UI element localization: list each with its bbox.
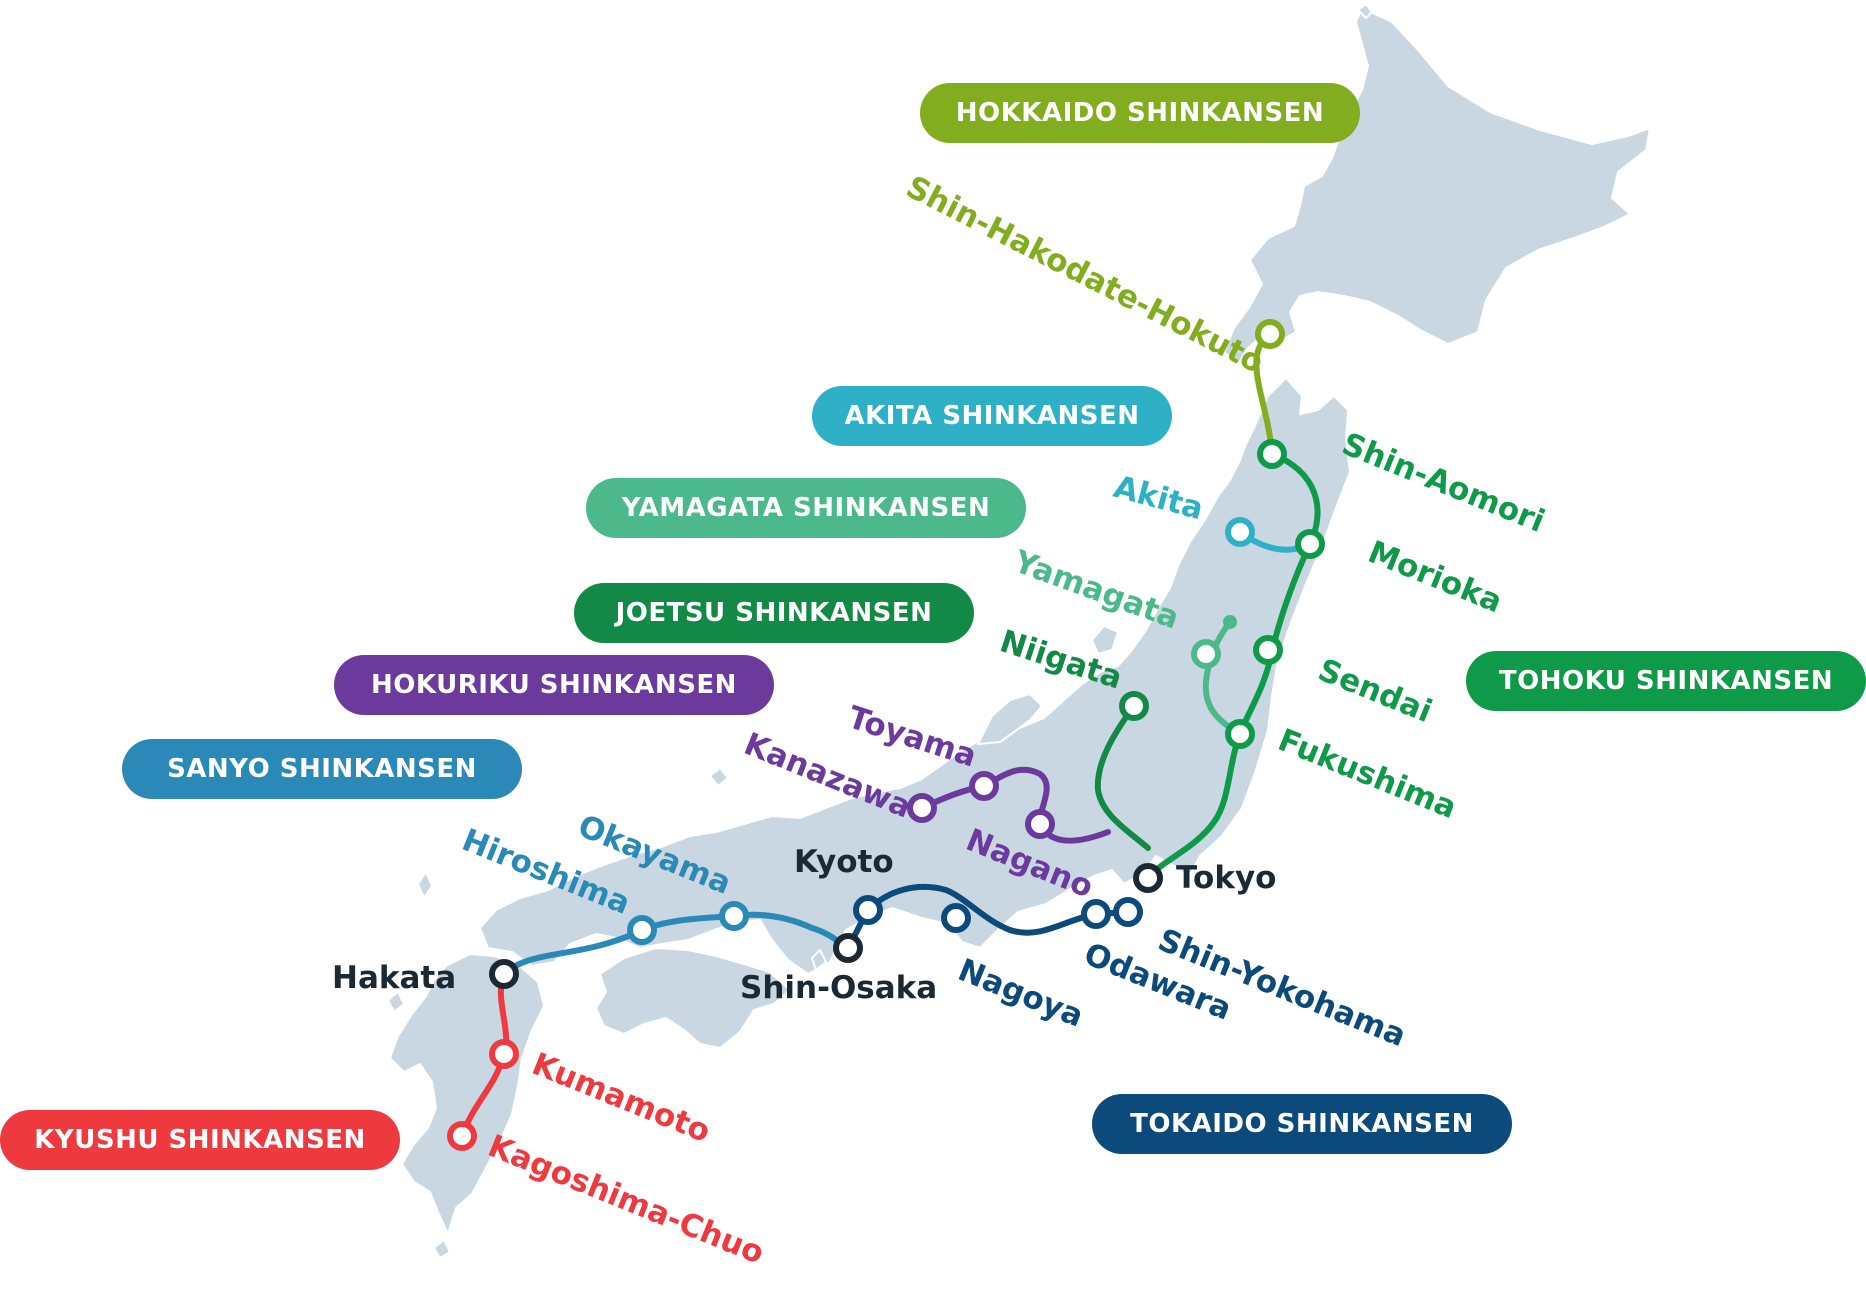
station-hakata[interactable] [489, 959, 519, 989]
station-toyama[interactable] [969, 771, 999, 801]
label-hakata: Hakata [332, 960, 456, 996]
oki-islands [709, 767, 729, 787]
station-sendai[interactable] [1253, 635, 1283, 665]
station-nagano[interactable] [1025, 809, 1055, 839]
awaji-island [811, 949, 827, 971]
yamagata-route [1202, 619, 1243, 737]
label-shin-aomori: Shin-Aomori [1337, 426, 1550, 540]
station-shin-hakodate-hokuto[interactable] [1255, 319, 1285, 349]
yamagata-terminus-dot [1223, 615, 1237, 629]
station-fukushima[interactable] [1225, 719, 1255, 749]
station-nagoya[interactable] [941, 903, 971, 933]
station-akita[interactable] [1225, 517, 1255, 547]
station-kanazawa[interactable] [907, 793, 937, 823]
hokuriku-route [919, 766, 1111, 844]
station-okayama[interactable] [719, 901, 749, 931]
station-hiroshima[interactable] [627, 915, 657, 945]
kyushu-island [389, 953, 545, 1235]
station-kumamoto[interactable] [489, 1039, 519, 1069]
honshu-island [479, 377, 1351, 975]
label-shin-hakodate-hokuto: Shin-Hakodate-Hokuto [900, 169, 1269, 381]
pill-sanyo-shinkansen[interactable]: SANYO SHINKANSEN [122, 739, 522, 799]
shikoku-island [595, 947, 791, 1049]
label-kyoto: Kyoto [794, 844, 894, 880]
station-tokyo[interactable] [1133, 863, 1163, 893]
amami-islands [433, 1239, 451, 1259]
label-sendai: Sendai [1313, 652, 1437, 730]
station-shin-yokohama[interactable] [1113, 897, 1143, 927]
station-shin-osaka[interactable] [833, 933, 863, 963]
hokkaido-island [1223, 7, 1651, 365]
pill-tokaido-shinkansen[interactable]: TOKAIDO SHINKANSEN [1092, 1094, 1512, 1154]
label-morioka: Morioka [1363, 534, 1507, 620]
pill-hokuriku-shinkansen[interactable]: HOKURIKU SHINKANSEN [334, 655, 774, 715]
label-nagoya: Nagoya [953, 952, 1088, 1035]
stations [447, 319, 1325, 1151]
routes [459, 331, 1321, 1139]
pill-joetsu-shinkansen[interactable]: JOETSU SHINKANSEN [574, 583, 974, 643]
sado-island [1091, 625, 1119, 655]
station-shin-aomori[interactable] [1257, 439, 1287, 469]
label-kumamoto: Kumamoto [527, 1046, 715, 1150]
station-morioka[interactable] [1295, 529, 1325, 559]
station-kagoshima-chuo[interactable] [447, 1121, 477, 1151]
label-kagoshima-chuo: Kagoshima-Chuo [483, 1128, 769, 1271]
tsushima-island [417, 871, 433, 899]
joetsu-route [1094, 703, 1151, 851]
station-niigata[interactable] [1119, 691, 1149, 721]
pill-hokkaido-shinkansen[interactable]: HOKKAIDO SHINKANSEN [920, 83, 1360, 143]
tohoku-route [1145, 451, 1321, 881]
pill-yamagata-shinkansen[interactable]: YAMAGATA SHINKANSEN [586, 478, 1026, 538]
label-toyama: Toyama [844, 699, 981, 774]
label-fukushima: Fukushima [1273, 722, 1462, 826]
station-yamagata[interactable] [1191, 639, 1221, 669]
label-yamagata: Yamagata [1008, 543, 1183, 636]
pill-tohoku-shinkansen[interactable]: TOHOKU SHINKANSEN [1466, 651, 1866, 711]
rishiri-island [1357, 3, 1373, 19]
pill-akita-shinkansen[interactable]: AKITA SHINKANSEN [812, 386, 1172, 446]
label-shin-osaka: Shin-Osaka [740, 970, 937, 1006]
noto-peninsula [977, 693, 1043, 745]
station-kyoto[interactable] [853, 895, 883, 925]
label-akita: Akita [1110, 469, 1207, 527]
label-tokyo: Tokyo [1176, 860, 1276, 896]
pill-kyushu-shinkansen[interactable]: KYUSHU SHINKANSEN [0, 1110, 400, 1170]
goto-islands [387, 991, 405, 1013]
station-odawara[interactable] [1081, 899, 1111, 929]
